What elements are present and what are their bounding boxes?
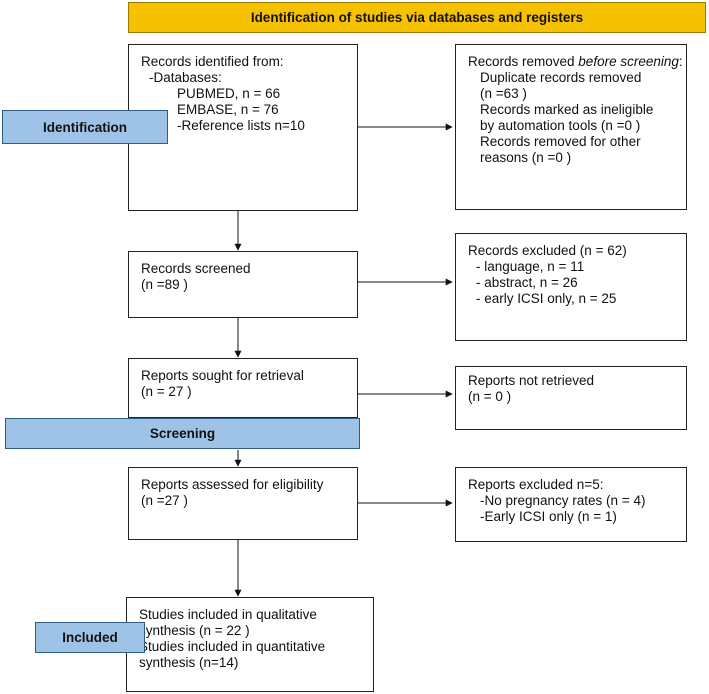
box-line: Reports sought for retrieval <box>141 368 304 383</box>
records-screened-box: Records screened (n =89 ) <box>128 251 358 318</box>
box-line: reasons (n =0 ) <box>480 150 572 165</box>
box-line: Records identified from: <box>141 54 284 69</box>
box-line: (n = 0 ) <box>468 389 512 404</box>
box-line: (n =63 ) <box>480 86 527 101</box>
records-removed-box: Records removed before screening: Duplic… <box>455 44 687 210</box>
box-line: Reports excluded n=5: <box>468 477 604 492</box>
box-line: -Reference lists n=10 <box>177 118 305 133</box>
box-line: -Early ICSI only (n = 1) <box>480 509 617 524</box>
flow-header: Identification of studies via databases … <box>128 2 706 33</box>
box-line: - early ICSI only, n = 25 <box>476 291 617 306</box>
phase-screening: Screening <box>5 418 360 449</box>
reports-assessed-box: Reports assessed for eligibility (n =27 … <box>128 467 358 540</box>
box-line: Reports not retrieved <box>468 373 595 388</box>
box-line: Records removed for other <box>480 134 641 149</box>
studies-included-box: Studies included in qualitative synthesi… <box>126 597 374 692</box>
box-line: Records screened <box>141 261 251 276</box>
phase-identification: Identification <box>2 110 168 144</box>
reports-excluded-box: Reports excluded n=5: -No pregnancy rate… <box>455 467 687 542</box>
records-excluded-box: Records excluded (n = 62) - language, n … <box>455 233 687 341</box>
box-line: Records marked as ineligible <box>480 102 654 117</box>
box-line: -No pregnancy rates (n = 4) <box>480 493 646 508</box>
reports-sought-box: Reports sought for retrieval (n = 27 ) <box>128 358 358 418</box>
removed-title: Records removed before screening: <box>468 54 683 69</box>
box-line: Studies included in qualitative <box>139 607 317 622</box>
box-line: Duplicate records removed <box>480 70 642 85</box>
box-line: (n =27 ) <box>141 493 188 508</box>
reports-not-retrieved-box: Reports not retrieved (n = 0 ) <box>455 366 687 430</box>
box-line: Studies included in quantitative <box>139 639 326 654</box>
box-line: (n =89 ) <box>141 277 188 292</box>
box-line: synthesis (n=14) <box>139 655 239 670</box>
box-line: PUBMED, n = 66 <box>177 86 281 101</box>
box-line: Reports assessed for eligibility <box>141 477 324 492</box>
box-line: synthesis (n = 22 ) <box>139 623 250 638</box>
box-line: (n = 27 ) <box>141 384 192 399</box>
box-line: - abstract, n = 26 <box>476 275 578 290</box>
box-line: -Databases: <box>149 70 222 85</box>
box-line: by automation tools (n =0 ) <box>480 118 641 133</box>
phase-included: Included <box>35 622 145 653</box>
box-line: EMBASE, n = 76 <box>177 102 279 117</box>
box-line: Records excluded (n = 62) <box>468 243 627 258</box>
box-line: - language, n = 11 <box>476 259 585 274</box>
